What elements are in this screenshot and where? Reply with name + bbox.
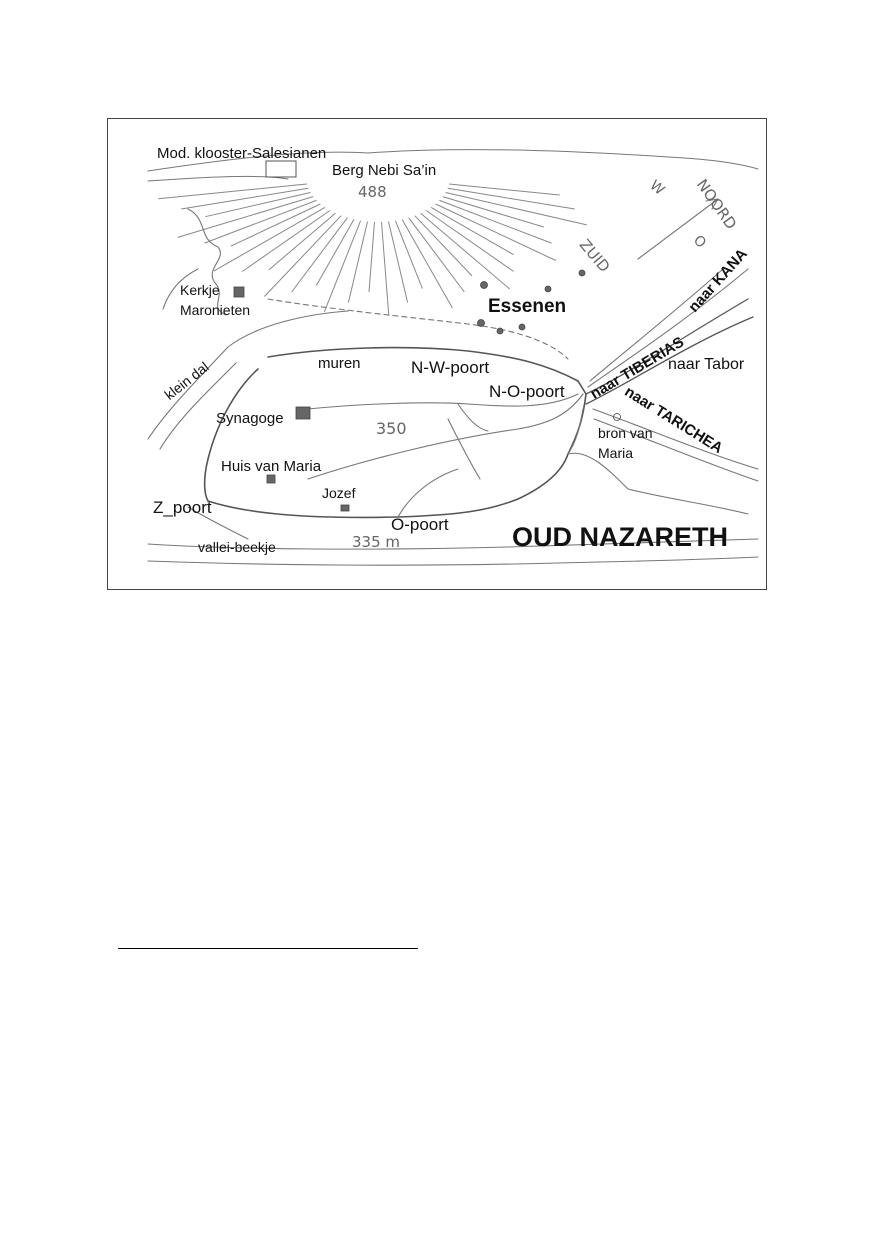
z-poort-label: Z_poort xyxy=(153,498,212,517)
vallei-beekje-label: vallei-beekje xyxy=(198,539,276,555)
naar-tabor-label: naar Tabor xyxy=(668,356,745,373)
height-335-label: 335 m xyxy=(352,533,401,551)
synagoge-label: Synagoge xyxy=(216,410,284,427)
bron-van-label: bron van xyxy=(598,425,653,441)
huis-van-maria-label: Huis van Maria xyxy=(221,458,322,475)
kerkje-label: Kerkje xyxy=(180,282,220,298)
map-sketch xyxy=(147,149,759,566)
map-title: OUD NAZARETH xyxy=(512,522,728,552)
maria-label: Maria xyxy=(598,445,634,461)
map-frame: Mod. klooster-Salesianen Berg Nebi Sa’in… xyxy=(107,118,767,590)
height-350-label: 350 xyxy=(376,419,407,438)
footnote-rule xyxy=(118,948,418,949)
nw-poort-label: N-W-poort xyxy=(411,358,490,377)
jozef-label: Jozef xyxy=(322,485,356,501)
maronieten-label: Maronieten xyxy=(180,302,251,318)
o-poort-label: O-poort xyxy=(391,515,449,534)
no-poort-label: N-O-poort xyxy=(489,382,565,401)
essenen-label: Essenen xyxy=(488,296,567,317)
mountain-height-label: 488 xyxy=(358,183,387,201)
mountain-label: Berg Nebi Sa’in xyxy=(332,162,437,179)
monastery-label: Mod. klooster-Salesianen xyxy=(157,145,327,162)
muren-label: muren xyxy=(318,355,361,372)
